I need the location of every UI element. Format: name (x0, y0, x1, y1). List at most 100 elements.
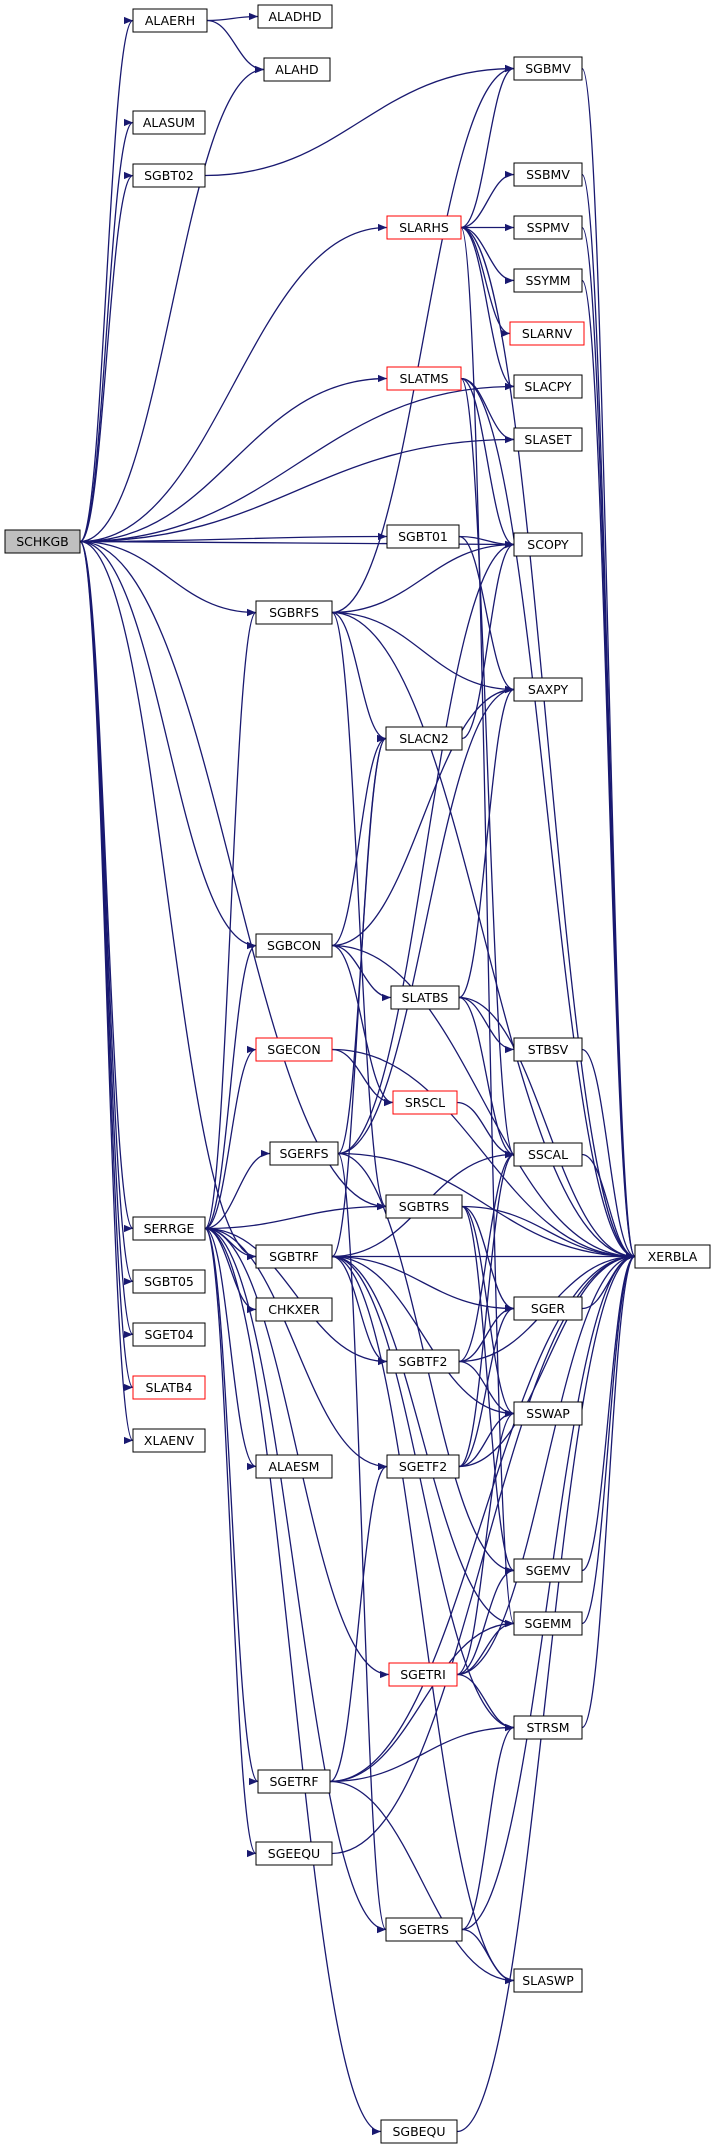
edge-sgetri-to-sswap (456, 1409, 515, 1676)
node-alaesm[interactable]: ALAESM (255, 1454, 333, 1479)
node-sgbcon[interactable]: SGBCON (255, 933, 333, 958)
node-label: SGEMM (524, 1616, 571, 1631)
node-slatb4[interactable]: SLATB4 (132, 1375, 206, 1400)
edge-schkgb-to-alahd (79, 65, 265, 543)
node-sgetrf[interactable]: SGETRF (257, 1769, 331, 1794)
edge-sgetri-to-strsm (456, 1673, 515, 1732)
node-label: SGECON (267, 1042, 320, 1057)
node-slatms[interactable]: SLATMS (386, 366, 462, 391)
edge-sgetrf-to-slaswp (329, 1780, 515, 1985)
node-label: SGETRF (269, 1774, 318, 1789)
node-alahd[interactable]: ALAHD (263, 57, 331, 82)
node-label: SGBMV (525, 61, 571, 76)
node-slaswp[interactable]: SLASWP (513, 1968, 583, 1993)
node-alasum[interactable]: ALASUM (132, 110, 206, 135)
edge-sgecon-to-xerbla (331, 1048, 636, 1261)
edge-slatms-to-scopy (460, 377, 515, 549)
edge-schkgb-to-sgbt05 (79, 540, 134, 1285)
edge-sgerfs-to-xerbla (337, 1152, 636, 1261)
node-sgetf2[interactable]: SGETF2 (386, 1454, 460, 1479)
edge-sgbt02-to-sgbmv (204, 64, 515, 177)
node-box (132, 8, 208, 33)
node-slarhs[interactable]: SLARHS (386, 215, 462, 240)
node-box (385, 726, 463, 751)
node-label: SGBT01 (398, 529, 448, 544)
node-sgbt01[interactable]: SGBT01 (386, 524, 460, 549)
node-label: XLAENV (144, 1433, 195, 1448)
node-sscal[interactable]: SSCAL (513, 1142, 583, 1167)
node-sgetri[interactable]: SGETRI (388, 1662, 458, 1687)
edge-sgbequ-to-xerbla (456, 1252, 636, 2133)
edge-sgerfs-to-saxpy (337, 685, 515, 1155)
node-sgbt05[interactable]: SGBT05 (132, 1269, 206, 1294)
node-label: SGBTRS (399, 1199, 450, 1214)
node-alaerh[interactable]: ALAERH (132, 8, 208, 33)
node-label: SLATBS (402, 990, 449, 1005)
node-box (513, 532, 583, 557)
node-sspmv[interactable]: SSPMV (513, 215, 583, 240)
node-box (257, 4, 333, 29)
node-scopy[interactable]: SCOPY (513, 532, 583, 557)
node-xlaenv[interactable]: XLAENV (132, 1428, 206, 1453)
node-box (388, 1662, 458, 1687)
edge-serrge-to-sgetrf (204, 1227, 259, 1785)
edge-sgerfs-to-sgetrs (337, 1152, 387, 1933)
node-aladhd[interactable]: ALADHD (257, 4, 333, 29)
edge-schkgb-to-sgbt02 (79, 172, 134, 543)
node-slatbs[interactable]: SLATBS (390, 985, 460, 1010)
node-label: SGETF2 (399, 1459, 447, 1474)
edge-serrge-to-sgerfs (204, 1149, 271, 1230)
node-sgbtrf[interactable]: SGBTRF (255, 1244, 333, 1269)
node-box (513, 1401, 583, 1426)
edge-schkgb-to-sgbcon (79, 540, 257, 950)
node-xerbla[interactable]: XERBLA (634, 1244, 711, 1269)
node-slarnv[interactable]: SLARNV (509, 321, 585, 346)
node-ssymm[interactable]: SSYMM (513, 268, 583, 293)
node-box (513, 1968, 583, 1993)
node-sgemv[interactable]: SGEMV (513, 1558, 583, 1583)
node-sgbmv[interactable]: SGBMV (513, 56, 583, 81)
node-chkxer[interactable]: CHKXER (255, 1297, 333, 1322)
node-schkgb[interactable]: SCHKGB (4, 529, 81, 554)
node-box (386, 366, 462, 391)
edge-sgbcon-to-slatbs (331, 944, 392, 1002)
node-sgemm[interactable]: SGEMM (513, 1611, 583, 1636)
node-sgecon[interactable]: SGECON (255, 1037, 333, 1062)
node-sget04[interactable]: SGET04 (132, 1322, 206, 1347)
edge-sgetri-to-xerbla (456, 1252, 636, 1676)
node-sgbequ[interactable]: SGBEQU (380, 2119, 458, 2144)
node-ssbmv[interactable]: SSBMV (513, 162, 583, 187)
node-sgerfs[interactable]: SGERFS (269, 1141, 339, 1166)
edge-sgbrfs-to-sgbmv (331, 64, 515, 614)
node-label: XERBLA (648, 1249, 698, 1264)
node-slaset[interactable]: SLASET (513, 427, 583, 452)
node-sgbrfs[interactable]: SGBRFS (255, 600, 333, 625)
edge-schkgb-to-slarhs (79, 223, 388, 543)
node-strsm[interactable]: STRSM (513, 1715, 583, 1740)
node-box (255, 600, 333, 625)
node-srscl[interactable]: SRSCL (392, 1090, 458, 1115)
edge-slarhs-to-ssbmv (460, 170, 515, 229)
edge-stbsv-to-xerbla (581, 1048, 636, 1261)
node-sger[interactable]: SGER (513, 1296, 583, 1321)
edge-serrge-to-sgeequ (204, 1227, 257, 1857)
edge-sgbtrf-to-strsm (331, 1255, 515, 1732)
node-sgetrs[interactable]: SGETRS (385, 1917, 463, 1942)
node-sgbt02[interactable]: SGBT02 (132, 163, 206, 188)
node-box (257, 1769, 331, 1794)
node-sswap[interactable]: SSWAP (513, 1401, 583, 1426)
node-label: STRSM (527, 1720, 570, 1735)
node-box (132, 110, 206, 135)
node-sgbtf2[interactable]: SGBTF2 (386, 1349, 460, 1374)
node-slacpy[interactable]: SLACPY (513, 374, 583, 399)
edge-serrge-to-sgbcon (204, 942, 257, 1230)
node-slacn2[interactable]: SLACN2 (385, 726, 463, 751)
node-sgbtrs[interactable]: SGBTRS (385, 1194, 463, 1219)
node-label: ALAERH (145, 13, 195, 28)
node-serrge[interactable]: SERRGE (132, 1216, 206, 1241)
node-box (385, 1917, 463, 1942)
node-box (255, 1037, 333, 1062)
node-stbsv[interactable]: STBSV (513, 1037, 583, 1062)
node-sgeequ[interactable]: SGEEQU (255, 1841, 333, 1866)
node-saxpy[interactable]: SAXPY (513, 677, 583, 702)
